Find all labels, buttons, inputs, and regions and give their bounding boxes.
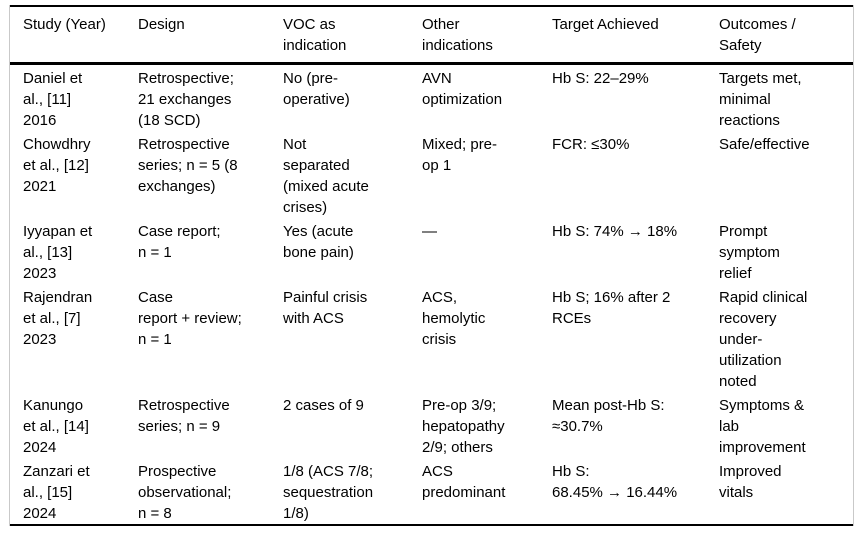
cell-study: Iyyapan et al., [13] 2023 [23, 223, 93, 282]
cell-design: Case report + review; n = 1 [138, 289, 242, 348]
cell-voc-indication: Yes (acute bone pain) [283, 223, 354, 261]
cell-target-achieved: Hb S: 22–29% [552, 70, 649, 87]
column-header-outcomes-safety: Outcomes / Safety [719, 6, 853, 65]
cell-study: Rajendran et al., [7] 2023 [23, 289, 93, 348]
cell-voc-indication: No (pre- operative) [283, 70, 350, 108]
cell-study: Kanungo et al., [14] 2024 [23, 397, 89, 456]
cell-outcomes-safety: Safe/effective [719, 136, 810, 153]
cell-study: Daniel et al., [11] 2016 [23, 70, 83, 129]
cell-design: Retrospective; 21 exchanges (18 SCD) [138, 70, 234, 129]
cell-voc-indication: Painful crisis with ACS [283, 289, 368, 327]
cell-outcomes-safety: Rapid clinical recovery under- utilizati… [719, 289, 808, 390]
table-row-zanzari-2024: Zanzari et al., [15] 2024 Prospective ob… [10, 458, 853, 525]
table-row-rajendran-2023: Rajendran et al., [7] 2023 Case report +… [10, 284, 853, 392]
cell-other-indications: — [422, 223, 437, 240]
cell-target-achieved: Hb S: 74% → 18% [552, 223, 678, 240]
cell-outcomes-safety: Targets met, minimal reactions [719, 70, 802, 129]
column-header-other-indications: Other indications [422, 6, 552, 65]
cell-other-indications: AVN optimization [422, 70, 503, 108]
cell-target-achieved: Hb S: 68.45% → 16.44% [552, 463, 678, 501]
cell-other-indications: Pre-op 3/9; hepatopathy 2/9; others [422, 397, 505, 456]
cell-other-indications: Mixed; pre- op 1 [422, 136, 498, 174]
column-header-voc-as-indication: VOC as indication [283, 6, 422, 65]
table-frame: Study (Year) Design VOC as indication Ot… [9, 5, 854, 526]
column-header-study-year: Study (Year) [10, 6, 138, 65]
cell-other-indications: ACS, hemolytic crisis [422, 289, 486, 348]
cell-voc-indication: Not separated (mixed acute crises) [283, 136, 369, 216]
cell-design: Retrospective series; n = 5 (8 exchanges… [138, 136, 238, 195]
table-row-daniel-2016: Daniel et al., [11] 2016 Retrospective; … [10, 64, 853, 132]
cell-outcomes-safety: Symptoms & lab improvement [719, 397, 806, 456]
column-header-design: Design [138, 6, 283, 65]
cell-outcomes-safety: Prompt symptom relief [719, 223, 780, 282]
studies-table: Study (Year) Design VOC as indication Ot… [10, 5, 853, 526]
cell-other-indications: ACS predominant [422, 463, 506, 501]
cell-target-achieved: FCR: ≤30% [552, 136, 630, 153]
cell-outcomes-safety: Improved vitals [719, 463, 782, 501]
cell-target-achieved: Mean post-Hb S: ≈30.7% [552, 397, 665, 435]
cell-study: Zanzari et al., [15] 2024 [23, 463, 90, 522]
cell-design: Case report; n = 1 [138, 223, 221, 261]
cell-design: Prospective observational; n = 8 [138, 463, 232, 522]
cell-design: Retrospective series; n = 9 [138, 397, 230, 435]
table-row-kanungo-2024: Kanungo et al., [14] 2024 Retrospective … [10, 392, 853, 458]
table-row-chowdhry-2021: Chowdhry et al., [12] 2021 Retrospective… [10, 131, 853, 218]
cell-voc-indication: 2 cases of 9 [283, 397, 364, 414]
cell-target-achieved: Hb S; 16% after 2 RCEs [552, 289, 671, 327]
header-row: Study (Year) Design VOC as indication Ot… [10, 6, 853, 65]
column-header-target-achieved: Target Achieved [552, 6, 719, 65]
table-row-iyyapan-2023: Iyyapan et al., [13] 2023 Case report; n… [10, 218, 853, 284]
cell-voc-indication: 1/8 (ACS 7/8; sequestration 1/8) [283, 463, 374, 522]
cell-study: Chowdhry et al., [12] 2021 [23, 136, 91, 195]
